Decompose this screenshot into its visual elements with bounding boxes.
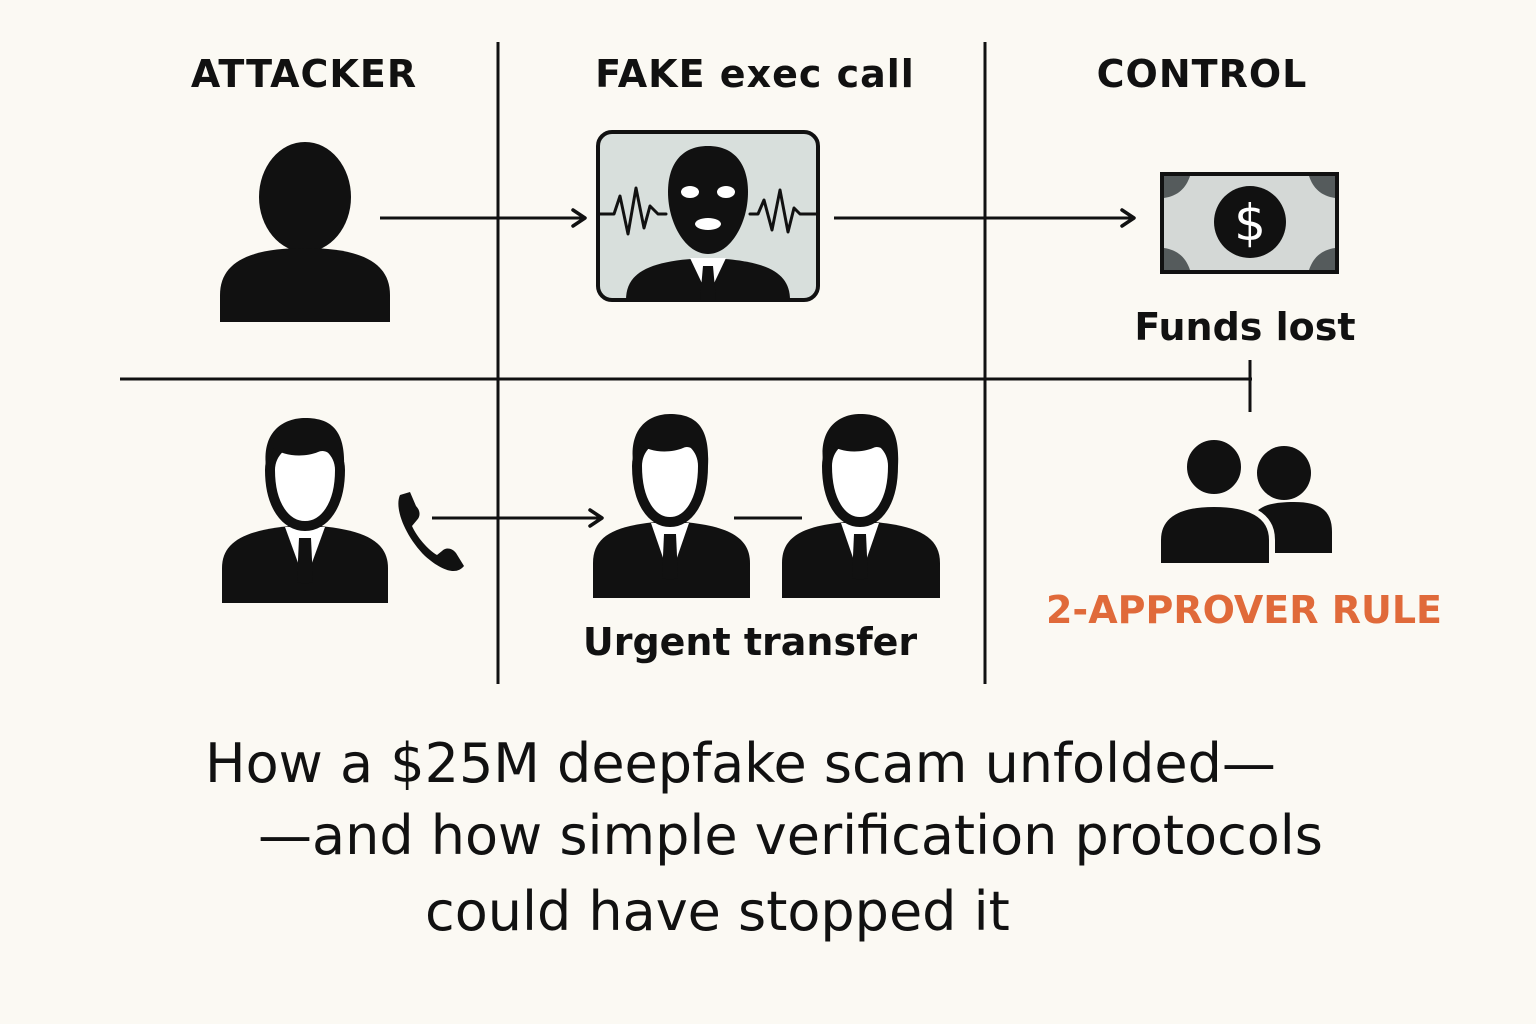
businessman-icon bbox=[222, 418, 388, 603]
flow-arrows bbox=[380, 208, 1136, 528]
column-header-fake-call: FAKE exec call bbox=[595, 52, 915, 96]
businessman-icon bbox=[782, 414, 940, 598]
caption: How a $25M deepfake scam unfolded— —and … bbox=[0, 728, 1536, 988]
businessman-icon bbox=[593, 414, 750, 598]
caption-line-2: —and how simple verification protocols bbox=[258, 804, 1323, 867]
caption-line-3: could have stopped it bbox=[425, 880, 1010, 943]
dollar-bill-icon: $ bbox=[1160, 172, 1339, 274]
phone-handset-icon bbox=[398, 492, 464, 572]
urgent-transfer-label: Urgent transfer bbox=[582, 620, 918, 664]
column-header-control: CONTROL bbox=[1096, 52, 1308, 96]
approver-rule-label: 2-APPROVER RULE bbox=[1045, 588, 1443, 632]
funds-lost-label: Funds lost bbox=[1134, 305, 1356, 349]
caption-line-1: How a $25M deepfake scam unfolded— bbox=[205, 732, 1276, 795]
svg-text:$: $ bbox=[1234, 194, 1266, 252]
column-header-attacker: ATTACKER bbox=[190, 52, 418, 96]
two-people-icon bbox=[1155, 434, 1332, 569]
person-silhouette-icon bbox=[220, 142, 390, 322]
grid-lines bbox=[120, 42, 1252, 684]
masked-executive-video-call-icon bbox=[596, 130, 820, 302]
